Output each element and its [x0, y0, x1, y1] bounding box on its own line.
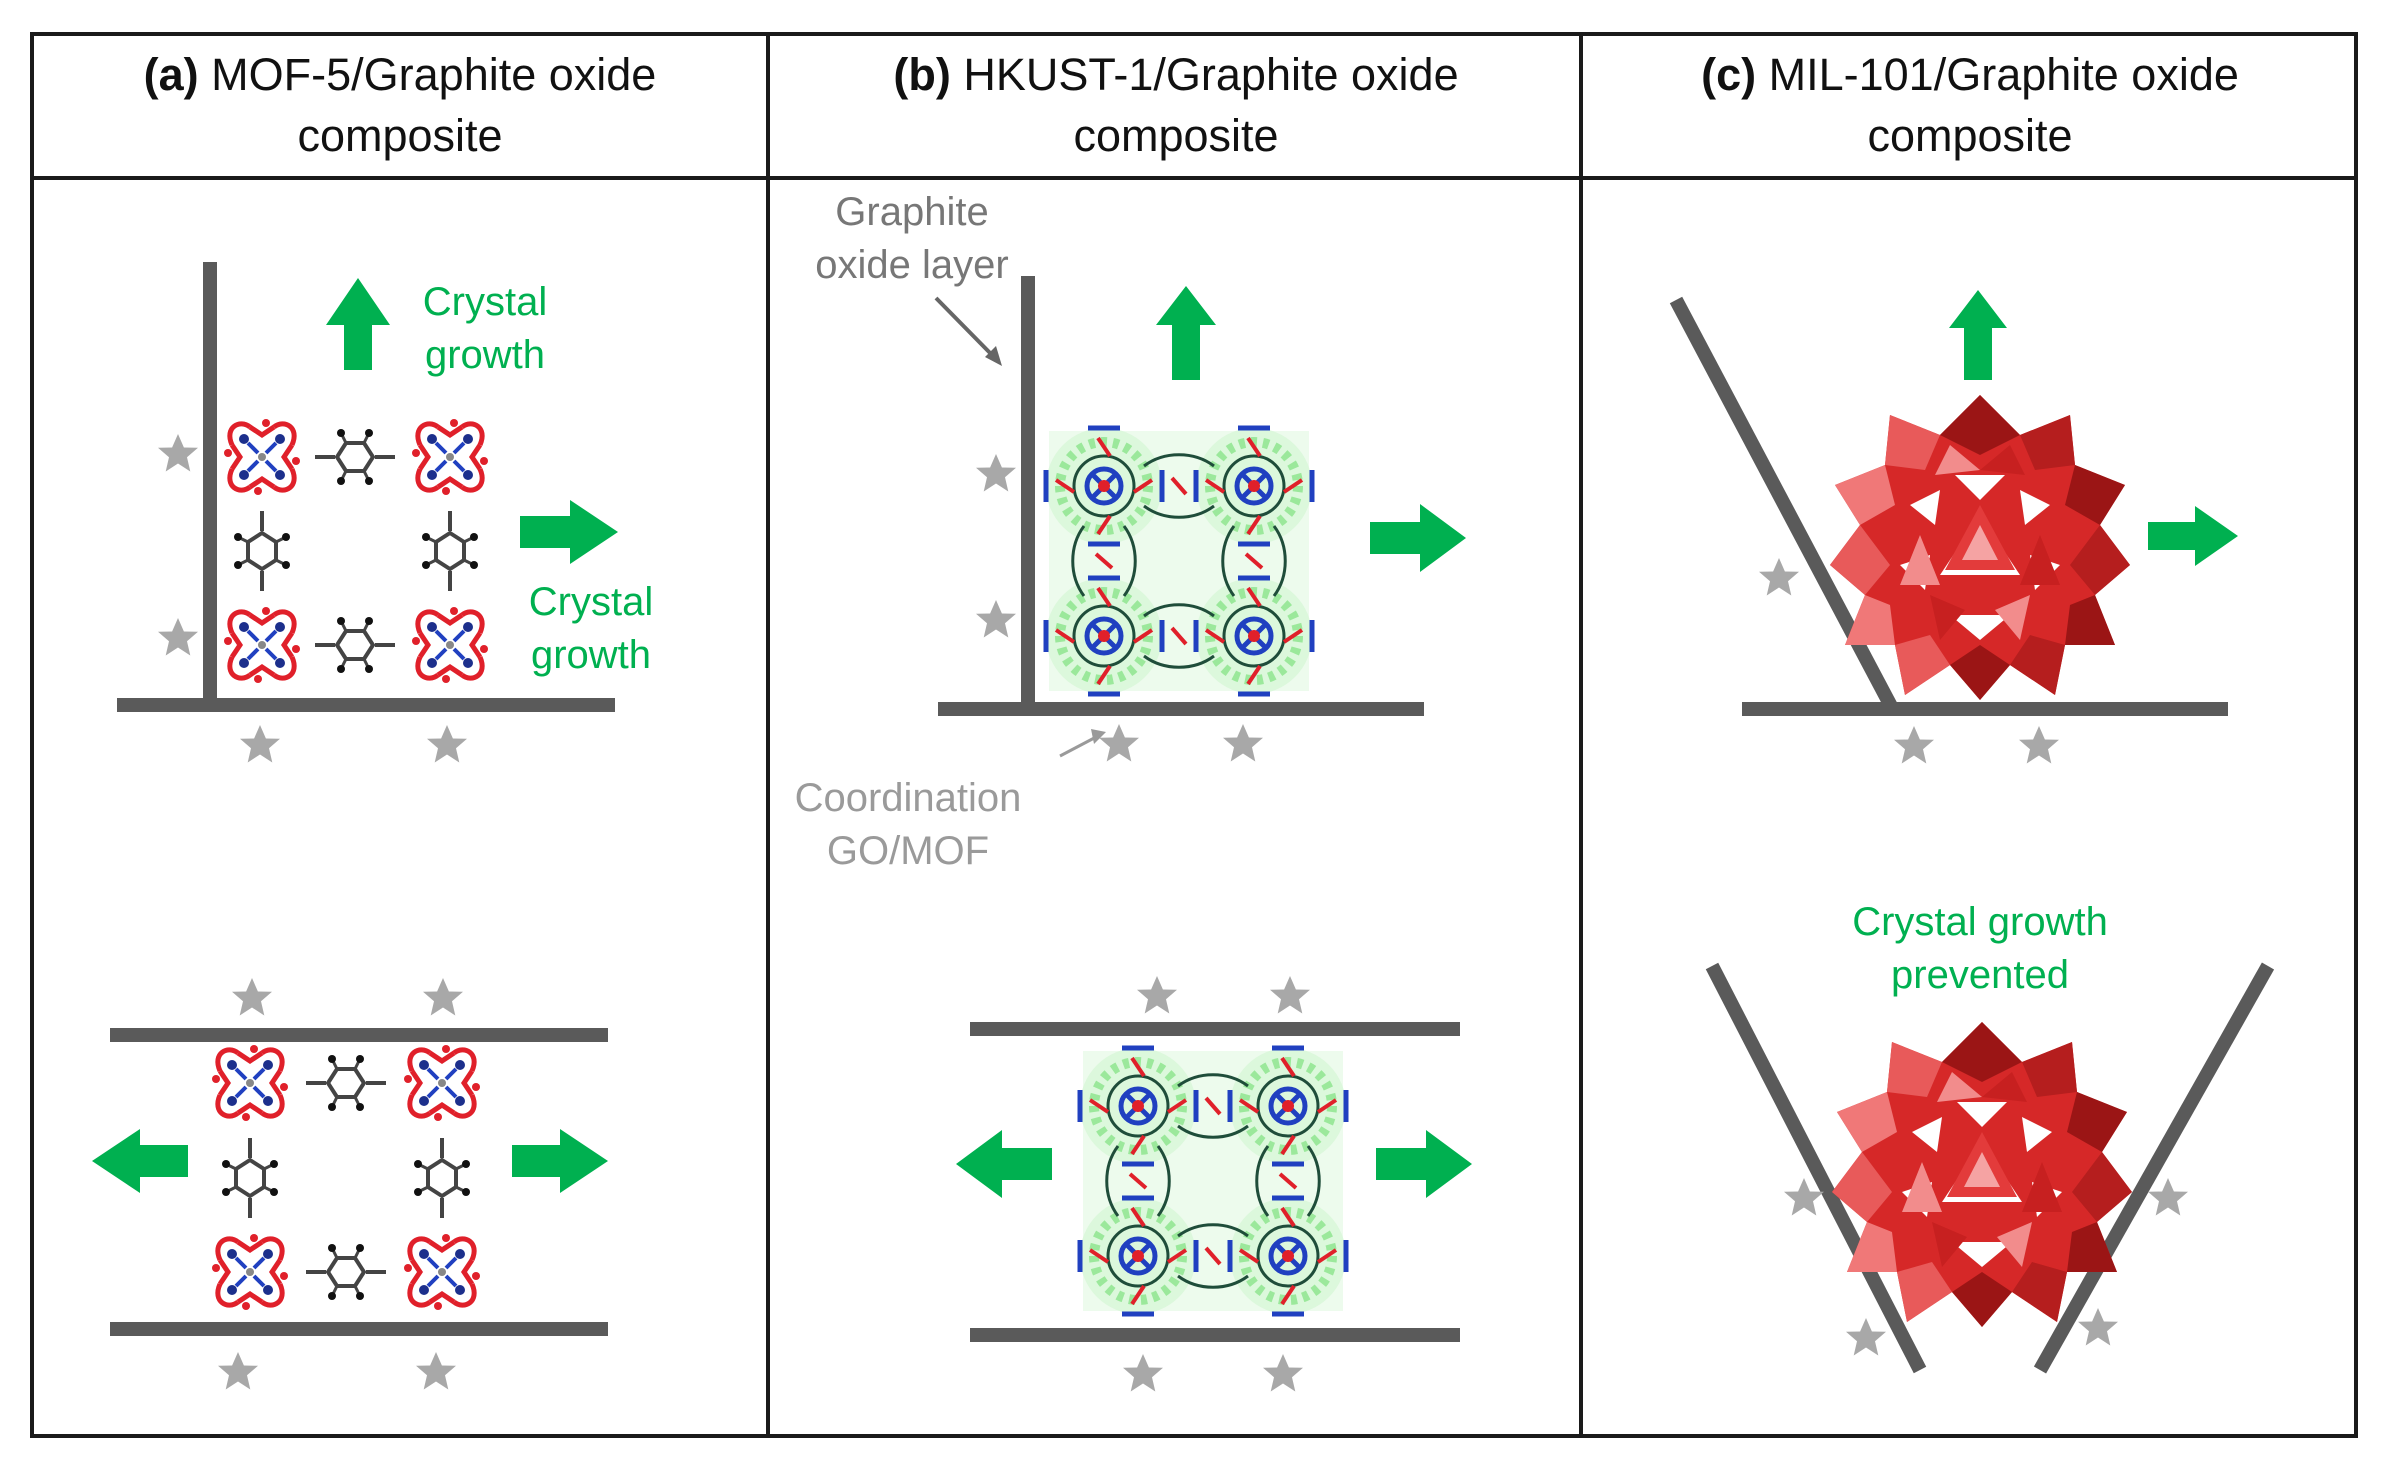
panel-c-title-line1: MIL-101/Graphite oxide — [1768, 49, 2239, 100]
hkust1-framework — [1080, 1048, 1346, 1314]
panel-b-letter: (b) — [893, 49, 951, 100]
growth-arrow-left — [956, 1130, 1052, 1198]
graphite-oxide-layer — [970, 1022, 1460, 1036]
coordination-star — [232, 978, 272, 1016]
crystal-growth-label: Crystal growth — [400, 276, 570, 382]
graphite-oxide-layer — [1742, 702, 2228, 716]
panel-c-title: (c) MIL-101/Graphite oxide composite — [1590, 44, 2350, 166]
panel-b-title: (b) HKUST-1/Graphite oxide composite — [776, 44, 1576, 166]
mof5-unit-cell — [212, 1045, 480, 1310]
coordination-star — [158, 434, 198, 472]
mof5-unit-cell — [224, 419, 488, 683]
graphite-oxide-layer — [938, 702, 1424, 716]
pointer-arrow — [934, 296, 997, 360]
graphite-oxide-layer — [203, 262, 217, 704]
graphite-oxide-layer — [1021, 276, 1035, 710]
panel-c-top-scheme — [1669, 290, 2238, 764]
coordination-star — [158, 618, 198, 656]
crystal-growth-prevented-label: Crystal growth prevented — [1800, 896, 2160, 1002]
prevented-line1: Crystal growth — [1852, 900, 2108, 944]
growth-arrow-right — [2148, 506, 2238, 566]
coordination-star — [976, 600, 1016, 638]
panel-c-title-line2: composite — [1867, 110, 2073, 161]
panel-b-top-scheme — [934, 276, 1466, 762]
graphite-oxide-layer — [110, 1322, 608, 1336]
coordination-label: Coordination GO/MOF — [768, 772, 1048, 878]
coordination-star — [976, 454, 1016, 492]
coordination-star — [1846, 1318, 1886, 1356]
coordination-star — [2148, 1178, 2188, 1216]
coordination-star — [1137, 976, 1177, 1014]
crystal-growth-line2: growth — [424, 333, 546, 377]
panel-b-title-line1: HKUST-1/Graphite oxide — [963, 49, 1459, 100]
graphite-oxide-layer-label: Graphite oxide layer — [782, 186, 1042, 292]
growth-arrow-left — [92, 1129, 188, 1193]
panel-a-top-scheme — [117, 262, 618, 763]
coordination-star — [1263, 1354, 1303, 1392]
coordination-line2: GO/MOF — [826, 829, 990, 873]
panel-a-title-line1: MOF-5/Graphite oxide — [211, 49, 657, 100]
coordination-star — [240, 725, 280, 763]
graphite-oxide-layer — [970, 1328, 1460, 1342]
growth-arrow-right — [520, 500, 618, 564]
coordination-star — [1223, 724, 1263, 762]
panel-b-bottom-scheme — [956, 976, 1472, 1392]
coordination-line1: Coordination — [794, 776, 1022, 820]
growth-arrow-up — [1156, 286, 1216, 380]
growth-arrow-up — [326, 278, 390, 370]
growth-arrow-right — [1376, 1130, 1472, 1198]
panel-a-title: (a) MOF-5/Graphite oxide composite — [40, 44, 760, 166]
graphite-oxide-layer — [1705, 962, 1927, 1374]
coordination-star — [1759, 558, 1799, 596]
growth-arrow-up — [1949, 290, 2007, 380]
coordination-star — [2019, 726, 2059, 764]
crystal-growth-line1: Crystal — [528, 580, 654, 624]
graphite-layer-line2: oxide layer — [815, 243, 1009, 287]
panel-a-title-line2: composite — [297, 110, 503, 161]
coordination-star — [1894, 726, 1934, 764]
coordination-star — [423, 978, 463, 1016]
hkust1-framework — [1046, 428, 1312, 694]
pointer-arrow — [1059, 734, 1099, 758]
graphite-oxide-layer — [117, 698, 615, 712]
panel-a-bottom-scheme — [92, 978, 608, 1390]
panel-c-bottom-scheme — [1705, 962, 2275, 1374]
coordination-star — [416, 1352, 456, 1390]
graphite-layer-line1: Graphite — [835, 190, 989, 234]
growth-arrow-right — [512, 1129, 608, 1193]
graphite-oxide-layer — [2033, 962, 2275, 1374]
crystal-growth-line1: Crystal — [422, 280, 548, 324]
panel-b-title-line2: composite — [1073, 110, 1279, 161]
panel-c-letter: (c) — [1701, 49, 1757, 100]
coordination-star — [1270, 976, 1310, 1014]
coordination-star — [427, 725, 467, 763]
growth-arrow-right — [1370, 504, 1466, 572]
panel-a-letter: (a) — [143, 49, 199, 100]
crystal-growth-label: Crystal growth — [506, 576, 676, 682]
coordination-star — [1099, 724, 1139, 762]
coordination-star — [2078, 1308, 2118, 1346]
panel-frame — [30, 32, 2358, 1438]
coordination-star — [1123, 1354, 1163, 1392]
prevented-line2: prevented — [1891, 953, 2069, 997]
graphite-oxide-layer — [110, 1028, 608, 1042]
crystal-growth-line2: growth — [530, 633, 652, 677]
coordination-star — [218, 1352, 258, 1390]
mil101-cage — [1830, 395, 2130, 700]
